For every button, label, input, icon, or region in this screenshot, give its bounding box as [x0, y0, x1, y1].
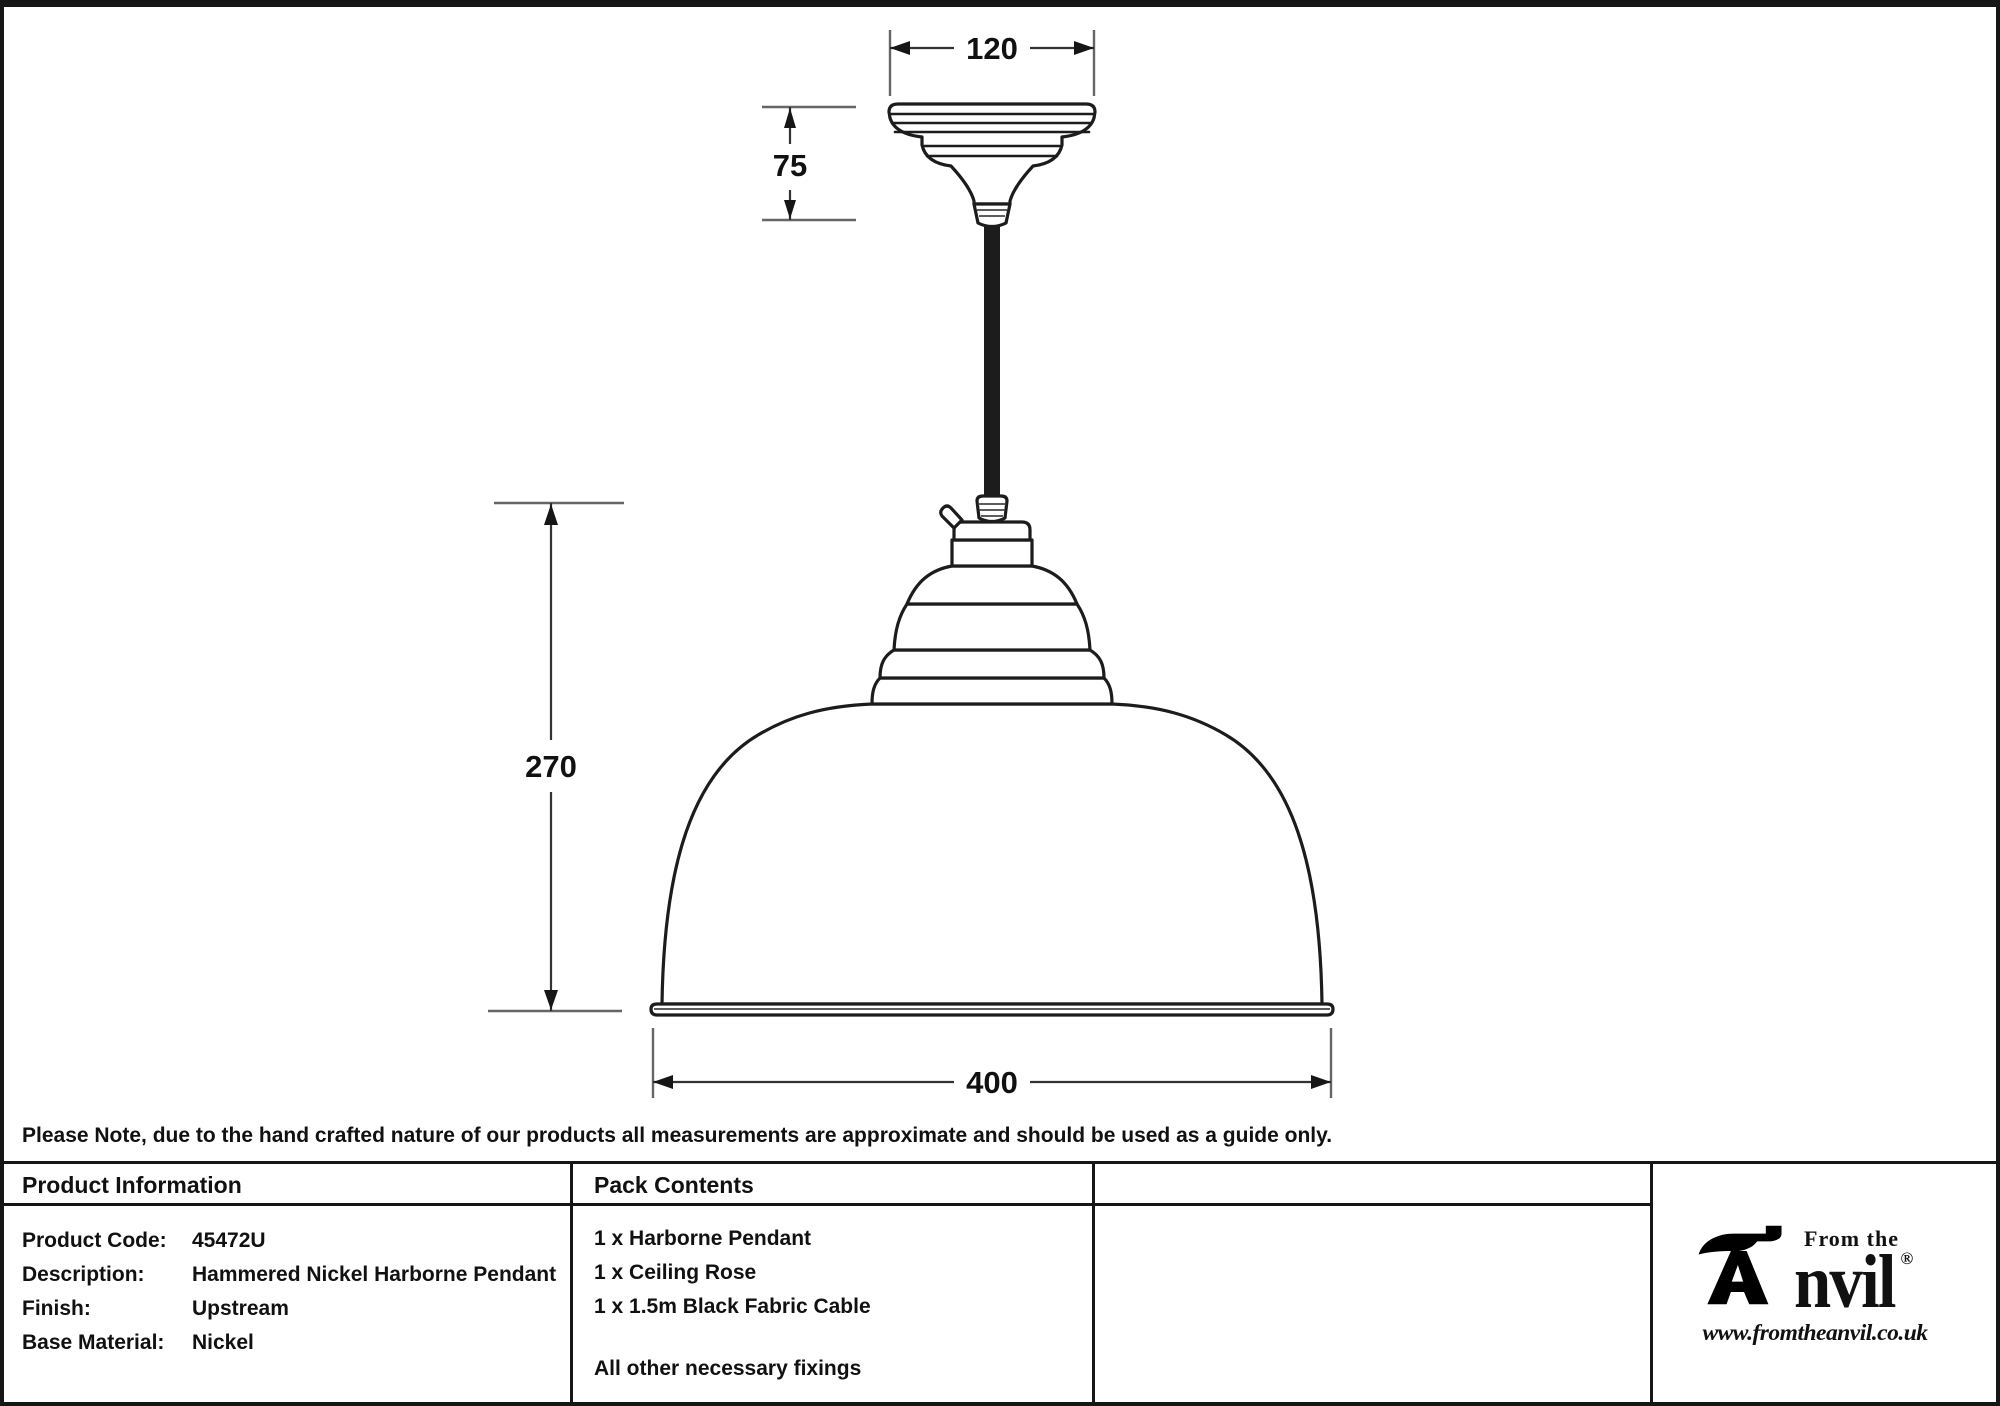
pack-contents-item: 1 x 1.5m Black Fabric Cable — [594, 1295, 871, 1318]
note-top-rule — [4, 4, 1996, 7]
cable-lock-screw — [939, 504, 964, 530]
logo-brand-text: nvil — [1794, 1240, 1897, 1324]
dimension-shade-height: 270 — [488, 501, 624, 1013]
pack-contents-item: 1 x Ceiling Rose — [594, 1261, 757, 1284]
registered-trademark: ® — [1900, 1249, 1914, 1268]
note-banner: Please Note, due to the hand crafted nat… — [22, 1124, 1333, 1147]
pack-contents-header: Pack Contents — [594, 1172, 754, 1198]
ceiling-rose — [887, 102, 1097, 229]
dim-label-400: 400 — [966, 1065, 1018, 1100]
product-info-label: Finish: — [22, 1297, 91, 1320]
product-information-header: Product Information — [22, 1172, 242, 1198]
product-info-value: Upstream — [192, 1297, 289, 1320]
table-top-rule — [4, 1161, 1996, 1164]
product-info-value: Nickel — [192, 1331, 254, 1354]
header-bottom-rule — [4, 1203, 1650, 1206]
logo-tagline: From the — [1804, 1226, 1899, 1251]
dim-label-120: 120 — [966, 31, 1018, 66]
dim-label-75: 75 — [773, 148, 807, 183]
product-info-label: Description: — [22, 1263, 145, 1286]
col-divider-3 — [1650, 1161, 1653, 1402]
product-info-label: Product Code: — [22, 1229, 167, 1252]
pack-contents-item: All other necessary fixings — [594, 1357, 862, 1380]
dimension-rose-height: 75 — [762, 105, 856, 222]
dim-label-270: 270 — [525, 749, 577, 784]
logo-website: www.fromtheanvil.co.uk — [1702, 1320, 1928, 1346]
anvil-icon — [1698, 1225, 1782, 1305]
pendant-shade — [649, 494, 1335, 1017]
fabric-cable — [984, 223, 1000, 501]
col-divider-1 — [570, 1161, 573, 1402]
dimension-rose-width: 120 — [888, 30, 1096, 96]
brand-logo: From the nvil ® www.fromtheanvil.co.uk — [1696, 1216, 1946, 1347]
col-divider-2 — [1092, 1161, 1095, 1402]
product-info-label: Base Material: — [22, 1331, 165, 1354]
product-info-value: 45472U — [192, 1229, 266, 1252]
product-info-value: Hammered Nickel Harborne Pendant — [192, 1263, 557, 1286]
pack-contents-item: 1 x Harborne Pendant — [594, 1227, 812, 1250]
technical-drawing: 120 75 270 — [488, 30, 1335, 1100]
dimension-shade-width: 400 — [651, 1028, 1333, 1100]
